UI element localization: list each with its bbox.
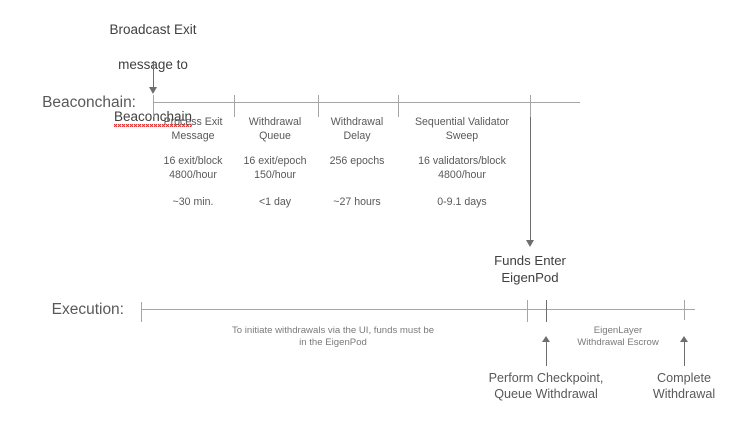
broadcast-exit-line-1: Broadcast Exit xyxy=(109,22,197,38)
segment-2-duration: ~27 hours xyxy=(333,196,381,208)
eigenlayer-escrow-note: EigenLayer Withdrawal Escrow xyxy=(577,325,659,349)
beaconchain-tick-3 xyxy=(398,95,399,117)
beaconchain-tick-2 xyxy=(318,95,319,117)
execution-tick-start xyxy=(141,302,142,322)
segment-1-duration: <1 day xyxy=(258,196,292,208)
execution-tick-funds-arrive xyxy=(527,300,528,322)
checkpoint-arrow-head-icon xyxy=(542,336,550,342)
funds-transfer-arrow-head-icon xyxy=(526,240,534,247)
segment-3-duration: 0-9.1 days xyxy=(437,196,487,208)
execution-timeline-axis xyxy=(141,309,695,310)
segment-0-duration: ~30 min. xyxy=(172,196,214,208)
funds-transfer-arrow-shaft xyxy=(530,117,531,243)
segment-3-rate: 16 validators/block 4800/hour xyxy=(418,155,506,181)
segment-3-title: Sequential Validator Sweep xyxy=(414,116,510,142)
segment-0-rate: 16 exit/block 4800/hour xyxy=(163,155,223,181)
execution-tick-checkpoint xyxy=(546,300,547,322)
beaconchain-timeline-axis xyxy=(153,102,580,103)
funds-enter-eigenpod-label: Funds Enter EigenPod xyxy=(494,253,566,285)
complete-arrow-shaft xyxy=(684,341,685,366)
checkpoint-arrow-shaft xyxy=(546,341,547,366)
execution-tick-complete xyxy=(684,300,685,320)
lane-label-execution: Execution: xyxy=(51,301,124,318)
segment-2-title: Withdrawal Delay xyxy=(330,116,384,142)
beaconchain-tick-0 xyxy=(153,95,154,117)
complete-arrow-head-icon xyxy=(680,336,688,342)
segment-1-title: Withdrawal Queue xyxy=(248,116,302,142)
broadcast-exit-title: Broadcast Exit message to Beaconchain xyxy=(53,4,253,142)
broadcast-arrow-shaft xyxy=(153,61,154,89)
execution-event-1-label: Complete Withdrawal xyxy=(652,371,716,402)
broadcast-exit-line-2: message to xyxy=(118,56,188,72)
execution-ui-note: To initiate withdrawals via the UI, fund… xyxy=(231,325,435,349)
segment-2-rate: 256 epochs xyxy=(329,155,385,167)
beaconchain-tick-1 xyxy=(234,95,235,117)
execution-event-0-label: Perform Checkpoint, Queue Withdrawal xyxy=(488,371,604,402)
segment-1-rate: 16 exit/epoch 150/hour xyxy=(243,155,307,181)
segment-0-title: Process Exit Message xyxy=(163,116,223,142)
beaconchain-tick-4 xyxy=(530,95,531,117)
broadcast-arrow-head-icon xyxy=(149,87,157,94)
lane-label-beaconchain: Beaconchain: xyxy=(42,94,136,111)
